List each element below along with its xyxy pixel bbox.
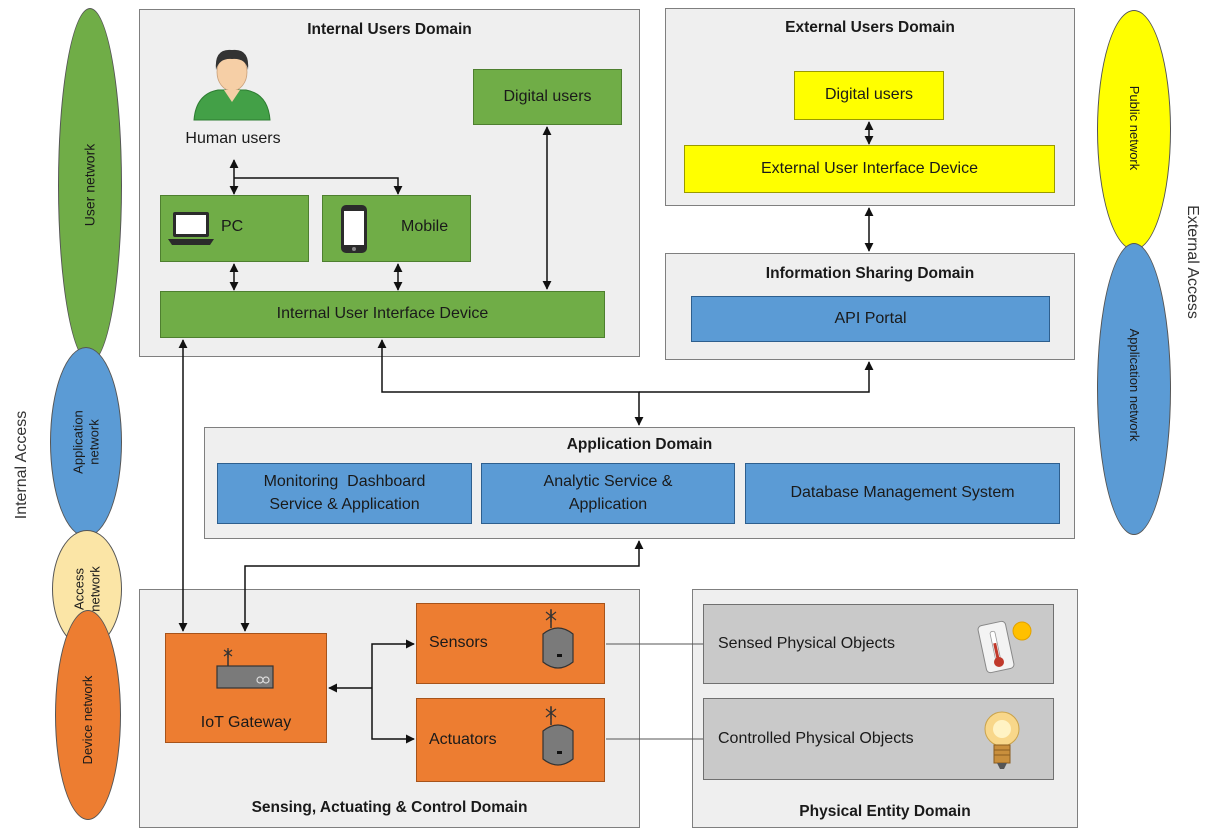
analytic-service-line1: Analytic Service & bbox=[543, 473, 673, 491]
pc-box: PC bbox=[160, 195, 309, 262]
public-network-ellipse bbox=[1097, 10, 1171, 250]
mobile-label: Mobile bbox=[401, 218, 449, 235]
information-sharing-domain-title: Information Sharing Domain bbox=[765, 265, 975, 282]
pc-label: PC bbox=[221, 218, 244, 235]
api-portal-box: API Portal bbox=[691, 296, 1050, 342]
iot-gateway-label: IoT Gateway bbox=[200, 714, 292, 731]
monitoring-dashboard-line2: Service & Application bbox=[269, 495, 420, 513]
external-digital-users-box: Digital users bbox=[794, 71, 944, 120]
application-to-gateway-arrow bbox=[240, 540, 644, 632]
application-network-ellipse-left bbox=[50, 347, 122, 537]
internal-digital-users-box: Digital users bbox=[473, 69, 622, 125]
actuators-box: Actuators bbox=[416, 698, 605, 782]
controlled-physical-objects-box: Controlled Physical Objects bbox=[703, 698, 1054, 780]
lightbulb-icon bbox=[984, 711, 1020, 769]
laptop-icon bbox=[168, 212, 214, 245]
sensors-label: Sensors bbox=[429, 634, 488, 651]
internal-user-interface-device-box: Internal User Interface Device bbox=[160, 291, 605, 338]
human-users-label: Human users bbox=[185, 130, 281, 147]
thermometer-icon bbox=[977, 620, 1032, 674]
database-management-box: Database Management System bbox=[745, 463, 1060, 524]
physical-entity-domain-title: Physical Entity Domain bbox=[799, 803, 971, 820]
phone-icon bbox=[341, 205, 367, 253]
analytic-service-box: Analytic Service & Application bbox=[481, 463, 735, 524]
split-to-actuators-arrow bbox=[371, 688, 415, 744]
monitoring-dashboard-box: Monitoring Dashboard Service & Applicati… bbox=[217, 463, 472, 524]
person-icon bbox=[193, 49, 271, 121]
actuators-label: Actuators bbox=[429, 731, 497, 748]
external-user-interface-device-box: External User Interface Device bbox=[684, 145, 1055, 193]
controlled-physical-objects-label: Controlled Physical Objects bbox=[718, 729, 914, 747]
actuator-icon bbox=[542, 706, 574, 766]
monitoring-dashboard-line1: Monitoring Dashboard bbox=[263, 473, 426, 491]
internal-users-domain-title: Internal Users Domain bbox=[307, 21, 472, 38]
user-network-ellipse bbox=[58, 8, 122, 363]
device-network-ellipse bbox=[55, 610, 121, 820]
internal-interface-to-application-arrow bbox=[377, 339, 644, 426]
sensed-physical-objects-box: Sensed Physical Objects bbox=[703, 604, 1054, 684]
iot-gateway-box: IoT Gateway bbox=[165, 633, 327, 743]
sensing-domain-title: Sensing, Actuating & Control Domain bbox=[251, 799, 528, 816]
application-domain-title: Application Domain bbox=[566, 436, 713, 453]
router-icon bbox=[216, 648, 274, 689]
sensed-physical-objects-label: Sensed Physical Objects bbox=[718, 634, 895, 652]
human-to-mobile-arrow bbox=[234, 177, 403, 195]
analytic-service-line2: Application bbox=[568, 495, 648, 513]
api-portal-to-application-arrow bbox=[639, 361, 874, 393]
split-to-sensors-arrow bbox=[371, 639, 415, 688]
external-users-domain-title: External Users Domain bbox=[785, 19, 955, 36]
mobile-box: Mobile bbox=[322, 195, 471, 262]
application-network-ellipse-right bbox=[1097, 243, 1171, 535]
